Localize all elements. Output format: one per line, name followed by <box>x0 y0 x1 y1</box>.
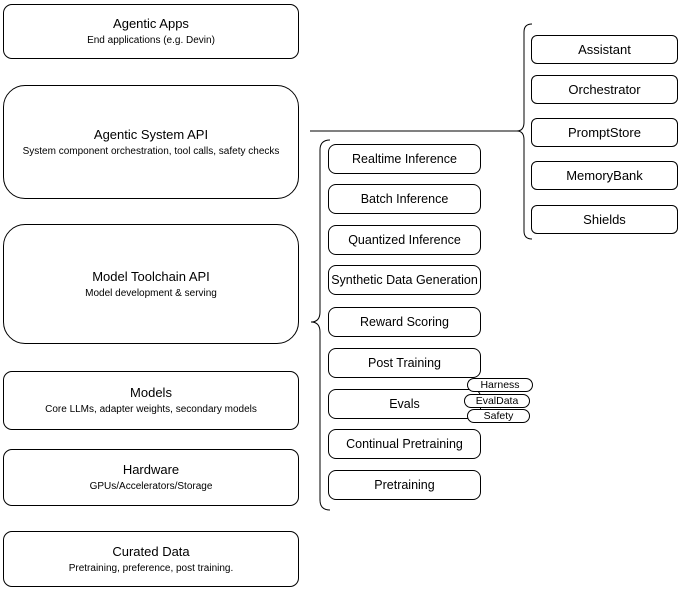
node-post-training: Post Training <box>328 348 481 378</box>
tag-evaldata: EvalData <box>464 394 530 408</box>
node-assistant: Assistant <box>531 35 678 64</box>
node-title: Models <box>130 385 172 400</box>
node-label: Continual Pretraining <box>346 437 463 451</box>
node-title: Hardware <box>122 462 180 477</box>
tag-safety: Safety <box>467 409 530 423</box>
node-subtitle: System component orchestration, tool cal… <box>22 145 280 157</box>
node-label: Assistant <box>578 42 631 57</box>
node-model-toolchain-api: Model Toolchain API Model development & … <box>3 224 299 344</box>
node-models: Models Core LLMs, adapter weights, secon… <box>3 371 299 430</box>
node-label: MemoryBank <box>566 168 643 183</box>
node-subtitle: Pretraining, preference, post training. <box>68 562 234 574</box>
node-label: Reward Scoring <box>360 315 449 329</box>
node-subtitle: Model development & serving <box>85 287 217 299</box>
node-quantized-inference: Quantized Inference <box>328 225 481 255</box>
node-subtitle: Core LLMs, adapter weights, secondary mo… <box>45 404 257 415</box>
node-synthetic-data-generation: Synthetic Data Generation <box>328 265 481 295</box>
node-agentic-apps: Agentic Apps End applications (e.g. Devi… <box>3 4 299 59</box>
node-label: Batch Inference <box>360 192 449 206</box>
node-label: Quantized Inference <box>348 233 461 247</box>
node-label: Pretraining <box>374 478 435 492</box>
node-evals: Evals <box>328 389 481 419</box>
tag-label: EvalData <box>475 395 519 407</box>
node-realtime-inference: Realtime Inference <box>328 144 481 174</box>
node-reward-scoring: Reward Scoring <box>328 307 481 337</box>
node-label: Synthetic Data Generation <box>331 273 478 287</box>
node-title: Model Toolchain API <box>92 268 210 284</box>
node-label: Post Training <box>368 356 441 370</box>
node-title: Curated Data <box>112 543 190 559</box>
tag-label: Harness <box>480 379 520 391</box>
node-label: Realtime Inference <box>352 152 457 166</box>
tag-label: Safety <box>483 410 514 422</box>
system-components-brace <box>516 23 533 240</box>
node-hardware: Hardware GPUs/Accelerators/Storage <box>3 449 299 506</box>
node-memorybank: MemoryBank <box>531 161 678 190</box>
node-continual-pretraining: Continual Pretraining <box>328 429 481 459</box>
node-subtitle: End applications (e.g. Devin) <box>87 35 215 46</box>
node-pretraining: Pretraining <box>328 470 481 500</box>
node-batch-inference: Batch Inference <box>328 184 481 214</box>
node-title: Agentic Apps <box>113 16 189 31</box>
node-shields: Shields <box>531 205 678 234</box>
node-label: Orchestrator <box>568 82 641 97</box>
node-agentic-system-api: Agentic System API System component orch… <box>3 85 299 199</box>
node-label: Shields <box>583 212 626 227</box>
node-promptstore: PromptStore <box>531 118 678 147</box>
node-label: PromptStore <box>568 125 641 140</box>
node-orchestrator: Orchestrator <box>531 75 678 104</box>
node-curated-data: Curated Data Pretraining, preference, po… <box>3 531 299 587</box>
node-title: Agentic System API <box>93 126 209 142</box>
tag-harness: Harness <box>467 378 533 392</box>
node-label: Evals <box>389 397 420 411</box>
node-subtitle: GPUs/Accelerators/Storage <box>89 481 213 492</box>
